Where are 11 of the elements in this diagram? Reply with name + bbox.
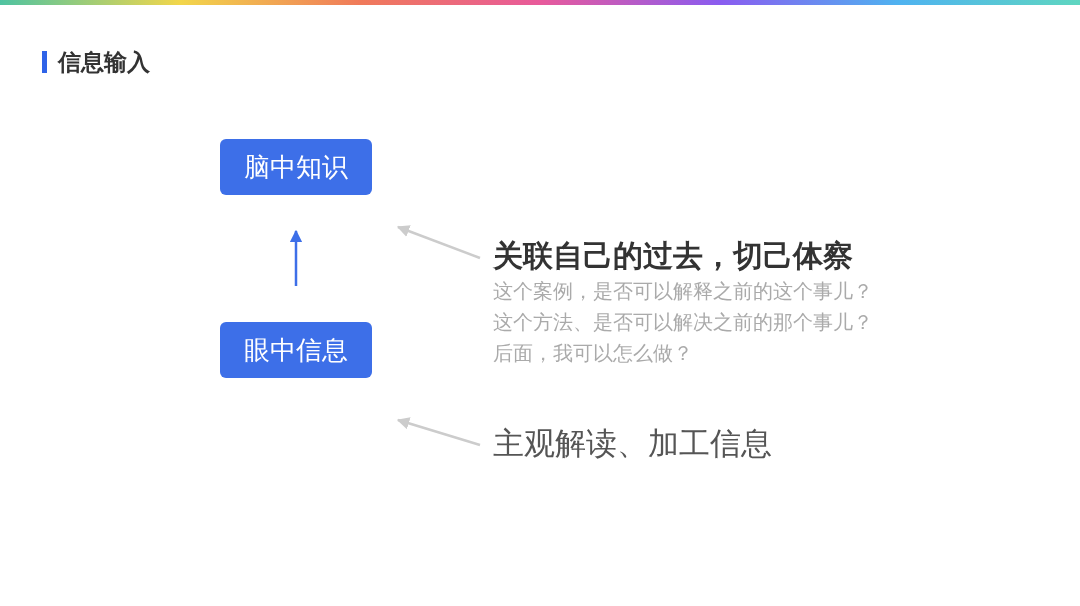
- process-box: 眼中信息: [220, 322, 372, 378]
- heading-text: 关联自己的过去，切己体察: [493, 237, 854, 275]
- arrow: [289, 229, 303, 286]
- body-text: 这个方法、是否可以解决之前的那个事儿？: [493, 309, 873, 336]
- process-box: 脑中知识: [220, 139, 372, 195]
- arrow: [396, 225, 481, 260]
- body-text: 这个案例，是否可以解释之前的这个事儿？: [493, 278, 873, 305]
- body-text: 后面，我可以怎么做？: [493, 340, 694, 367]
- arrow: [396, 417, 481, 447]
- heading-text: 主观解读、加工信息: [493, 424, 772, 463]
- title: 信息输入: [58, 48, 150, 77]
